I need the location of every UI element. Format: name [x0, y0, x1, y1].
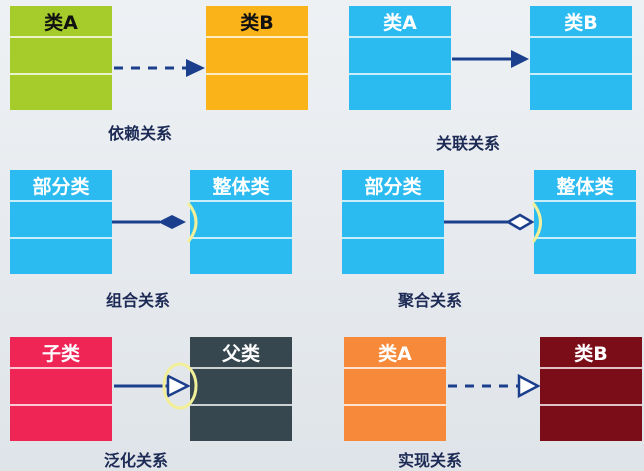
generalization-highlight — [162, 362, 198, 410]
class-attributes — [10, 36, 112, 73]
class-a-title: 类A — [44, 11, 78, 34]
part-class-box-aggregation: 部分类 — [342, 170, 444, 274]
class-b-box-association: 类B — [530, 6, 632, 110]
class-attributes — [344, 367, 446, 404]
composition-caption: 组合关系 — [106, 291, 171, 310]
class-b-title: 类B — [564, 11, 598, 34]
whole-class-box-aggregation: 整体类 — [534, 170, 636, 274]
part-class-title: 部分类 — [32, 175, 90, 198]
class-attributes — [540, 367, 642, 404]
child-class-title: 子类 — [41, 342, 80, 365]
class-a-box-realization: 类A — [344, 337, 446, 441]
whole-class-title: 整体类 — [556, 175, 614, 198]
class-methods — [540, 404, 642, 441]
class-methods — [349, 73, 451, 110]
association-caption: 关联关系 — [436, 134, 501, 153]
class-b-box-dependency: 类B — [206, 6, 308, 110]
generalization-caption: 泛化关系 — [104, 451, 169, 470]
class-attributes — [10, 367, 112, 404]
class-attributes — [10, 200, 112, 237]
dependency-caption: 依赖关系 — [108, 124, 173, 143]
class-a-title: 类A — [378, 342, 412, 365]
parent-class-box: 父类 — [190, 337, 292, 441]
class-methods — [206, 73, 308, 110]
whole-class-box-composition: 整体类 — [190, 170, 292, 274]
part-class-title: 部分类 — [364, 175, 422, 198]
class-attributes — [530, 36, 632, 73]
aggregation-diamond — [505, 213, 535, 231]
association-arrowhead — [511, 50, 529, 68]
parent-class-title: 父类 — [221, 342, 260, 365]
class-attributes — [534, 200, 636, 237]
class-methods — [10, 73, 112, 110]
class-a-box-dependency: 类A — [10, 6, 112, 110]
class-a-title: 类A — [383, 11, 417, 34]
class-methods — [190, 404, 292, 441]
class-attributes — [206, 36, 308, 73]
dependency-arrowhead — [186, 59, 205, 77]
class-methods — [190, 237, 292, 274]
class-b-title: 类B — [574, 342, 608, 365]
class-attributes — [349, 36, 451, 73]
child-class-box: 子类 — [10, 337, 112, 441]
part-class-box-composition: 部分类 — [10, 170, 112, 274]
generalization-triangle — [166, 373, 191, 399]
class-attributes — [190, 200, 292, 237]
class-methods — [530, 73, 632, 110]
composition-diamond — [158, 215, 186, 229]
class-methods — [534, 237, 636, 274]
composition-highlight — [186, 202, 198, 243]
class-attributes — [190, 367, 292, 404]
class-a-box-association: 类A — [349, 6, 451, 110]
whole-class-title: 整体类 — [212, 175, 270, 198]
realization-triangle — [517, 373, 541, 399]
class-methods — [10, 237, 112, 274]
realization-caption: 实现关系 — [398, 451, 463, 470]
class-methods — [342, 237, 444, 274]
aggregation-highlight — [531, 202, 542, 243]
class-b-box-realization: 类B — [540, 337, 642, 441]
aggregation-caption: 聚合关系 — [398, 291, 463, 310]
class-attributes — [342, 200, 444, 237]
class-methods — [10, 404, 112, 441]
class-b-title: 类B — [240, 11, 274, 34]
class-methods — [344, 404, 446, 441]
